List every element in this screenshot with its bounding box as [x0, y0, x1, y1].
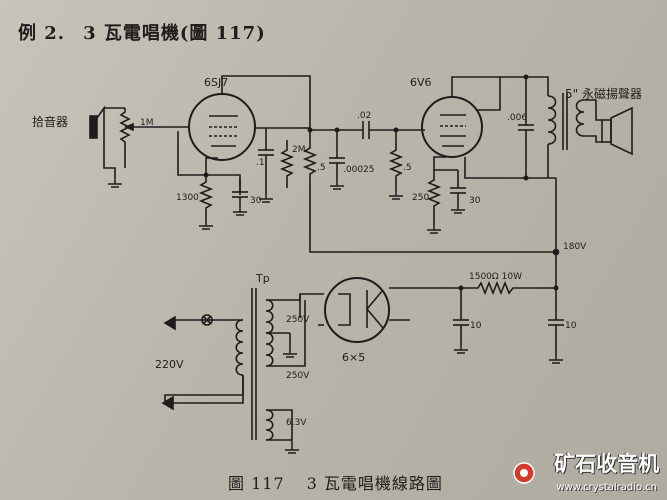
label-r-250: 250: [412, 193, 429, 203]
label-hv-top: 250V: [286, 315, 310, 325]
cap-0.02: [362, 121, 370, 139]
example-label: 例 2.: [18, 23, 66, 44]
label-c-0.02: .02: [357, 111, 371, 121]
figure-caption: 圖 117 3 瓦電唱機線路圖: [228, 470, 443, 494]
label-heater: 6.3V: [286, 418, 307, 428]
watermark-url: www.crystalradio.cn: [556, 482, 657, 493]
tube-6v6: [421, 96, 483, 158]
tube-6v6-label: 6V6: [410, 76, 432, 89]
resistor-1300: [198, 175, 214, 222]
label-r-1500: 1500Ω 10W: [469, 272, 522, 282]
resistor-0.5b: [388, 130, 404, 192]
label-c-30b: 30: [469, 196, 481, 206]
volume-pot-1M: [104, 107, 134, 168]
label-2M: 2M: [292, 145, 306, 155]
speaker-symbol: [584, 99, 633, 156]
label-c-10a: 10: [470, 321, 482, 331]
tube-6x5: [324, 277, 390, 343]
label-c-30a: 30: [250, 196, 262, 206]
pickup-label: 拾音器: [32, 114, 68, 129]
label-c-0.006: .006: [507, 113, 527, 123]
label-r-0.5b: .5: [403, 163, 412, 173]
resistor-0.5a: [302, 130, 318, 210]
label-r-1300: 1300: [176, 193, 199, 203]
transformer-label: Tp: [255, 272, 270, 285]
output-transformer: [547, 93, 585, 178]
power-transformer: [235, 288, 274, 441]
label-c-0.1: .1: [256, 158, 265, 168]
resistor-1500: [461, 280, 556, 296]
pickup-cartridge: [89, 105, 116, 178]
resistor-250: [426, 170, 442, 226]
mains-label: 220V: [155, 358, 184, 371]
cap-30a: [232, 178, 248, 208]
label-hv-bot: 250V: [286, 371, 310, 381]
watermark-name: 矿石收音机: [554, 452, 659, 476]
cap-0.1: [258, 128, 274, 195]
resistor-2M: [279, 140, 295, 188]
caption-text: 3 瓦電唱機線路圖: [306, 474, 443, 493]
fuse-symbol: [201, 314, 213, 326]
speaker-label: 5" 永磁揚聲器: [565, 86, 642, 101]
label-r-0.5a: .5: [317, 163, 326, 173]
watermark-logo-icon: [513, 462, 535, 484]
label-1M: 1M: [140, 118, 154, 128]
label-c-0.00025: .00025: [343, 165, 375, 175]
heading-title: 3 瓦電唱機(圖 117): [83, 23, 266, 44]
label-b-plus: 180V: [563, 242, 587, 252]
cap-30b: [450, 175, 466, 206]
label-c-10b: 10: [565, 321, 577, 331]
section-heading: 例 2. 3 瓦電唱機(圖 117): [18, 19, 266, 45]
caption-number: 圖 117: [228, 474, 285, 493]
tube-6x5-label: 6×5: [342, 351, 365, 364]
cap-0.006: [518, 77, 534, 178]
cap-10a: [453, 288, 469, 346]
tube-6sj7-label: 6SJ7: [204, 76, 228, 89]
tube-6sj7: [188, 93, 256, 161]
cap-0.00025: [329, 130, 345, 182]
cap-10b: [548, 288, 564, 356]
